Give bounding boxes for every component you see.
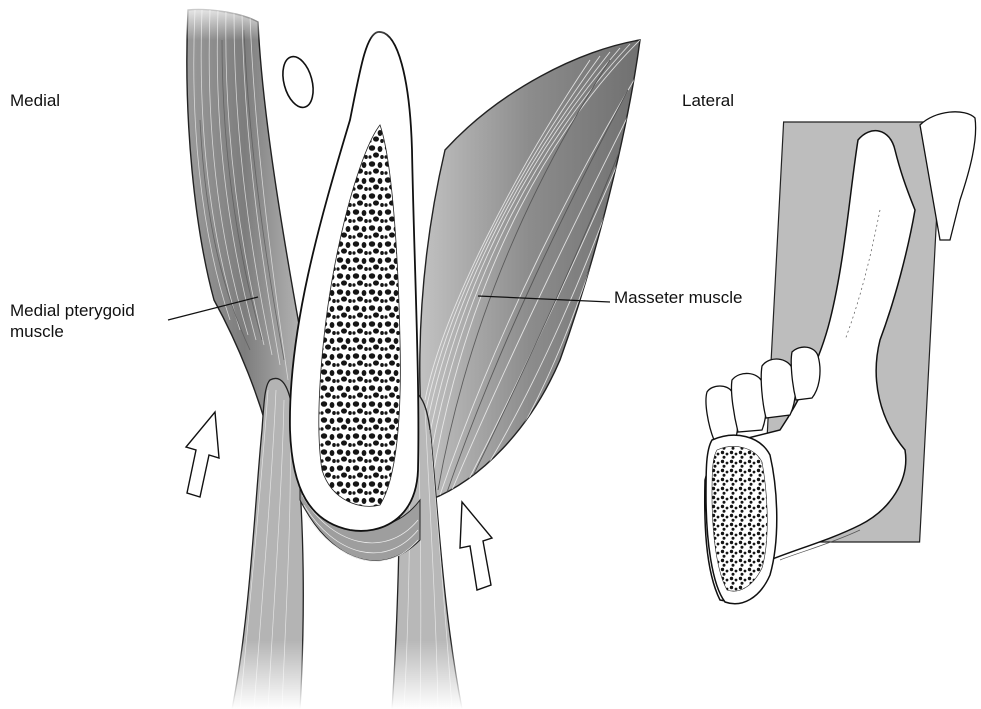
nerve-canal-oval bbox=[278, 53, 319, 110]
masseter-label: Masseter muscle bbox=[614, 287, 742, 308]
mandible-section-plane-view bbox=[705, 112, 976, 604]
medial-pterygoid-label-line2: muscle bbox=[10, 321, 135, 342]
lateral-label: Lateral bbox=[682, 90, 734, 111]
masseter-muscle bbox=[420, 40, 640, 500]
medial-pterygoid-label-line1: Medial pterygoid bbox=[10, 300, 135, 321]
force-arrow-left bbox=[186, 412, 219, 497]
force-arrow-right bbox=[460, 502, 492, 590]
mandible-cross-section bbox=[290, 32, 418, 531]
medial-label: Medial bbox=[10, 90, 60, 111]
medial-pterygoid-label: Medial pterygoid muscle bbox=[10, 300, 135, 342]
